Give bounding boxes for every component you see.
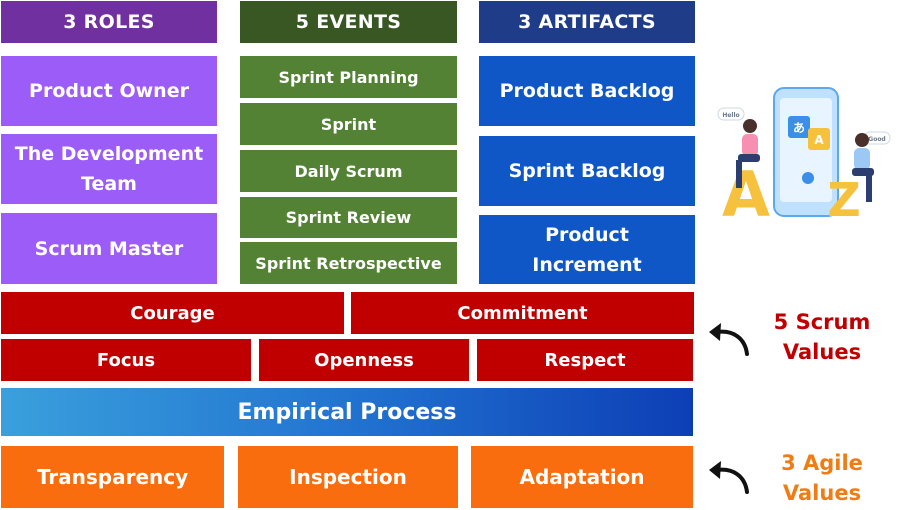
scrum-values-label: 5 Scrum Values (773, 310, 871, 364)
artifact-sprint-backlog: Sprint Backlog (479, 136, 695, 206)
role-product-owner: Product Owner (1, 56, 217, 126)
role-development-team: The Development Team (1, 134, 217, 204)
agile-values-label: 3 Agile Values (781, 451, 863, 505)
translate-letter-icon: A (814, 133, 824, 147)
event-sprint-planning: Sprint Planning (240, 56, 457, 98)
bubble-left-text: Hello (722, 112, 739, 119)
agile-adaptation: Adaptation (471, 446, 693, 508)
event-sprint-retrospective: Sprint Retrospective (240, 242, 457, 284)
value-courage: Courage (1, 292, 344, 334)
curved-arrow-icon (709, 461, 749, 494)
artifact-product-increment: Product Increment (479, 215, 695, 284)
role-scrum-master: Scrum Master (1, 213, 217, 284)
event-sprint-review: Sprint Review (240, 197, 457, 238)
event-sprint: Sprint (240, 103, 457, 145)
events-header: 5 EVENTS (240, 1, 457, 43)
value-openness: Openness (259, 339, 469, 381)
value-focus: Focus (1, 339, 251, 381)
value-respect: Respect (477, 339, 693, 381)
translate-glyph-icon: あ (793, 121, 805, 135)
curved-arrow-icon (709, 323, 749, 356)
empirical-process-bar: Empirical Process (1, 388, 693, 436)
agile-transparency: Transparency (1, 446, 224, 508)
roles-header: 3 ROLES (1, 1, 217, 43)
artifacts-header: 3 ARTIFACTS (479, 1, 695, 43)
event-daily-scrum: Daily Scrum (240, 150, 457, 192)
artifact-product-backlog: Product Backlog (479, 56, 695, 126)
bubble-right-text: Good (868, 136, 885, 143)
letter-a-icon: A (722, 158, 770, 220)
translation-illustration: あ A Hello Good A Z (717, 87, 891, 220)
agile-inspection: Inspection (238, 446, 458, 508)
value-commitment: Commitment (351, 292, 694, 334)
letter-z-icon: Z (827, 173, 860, 220)
